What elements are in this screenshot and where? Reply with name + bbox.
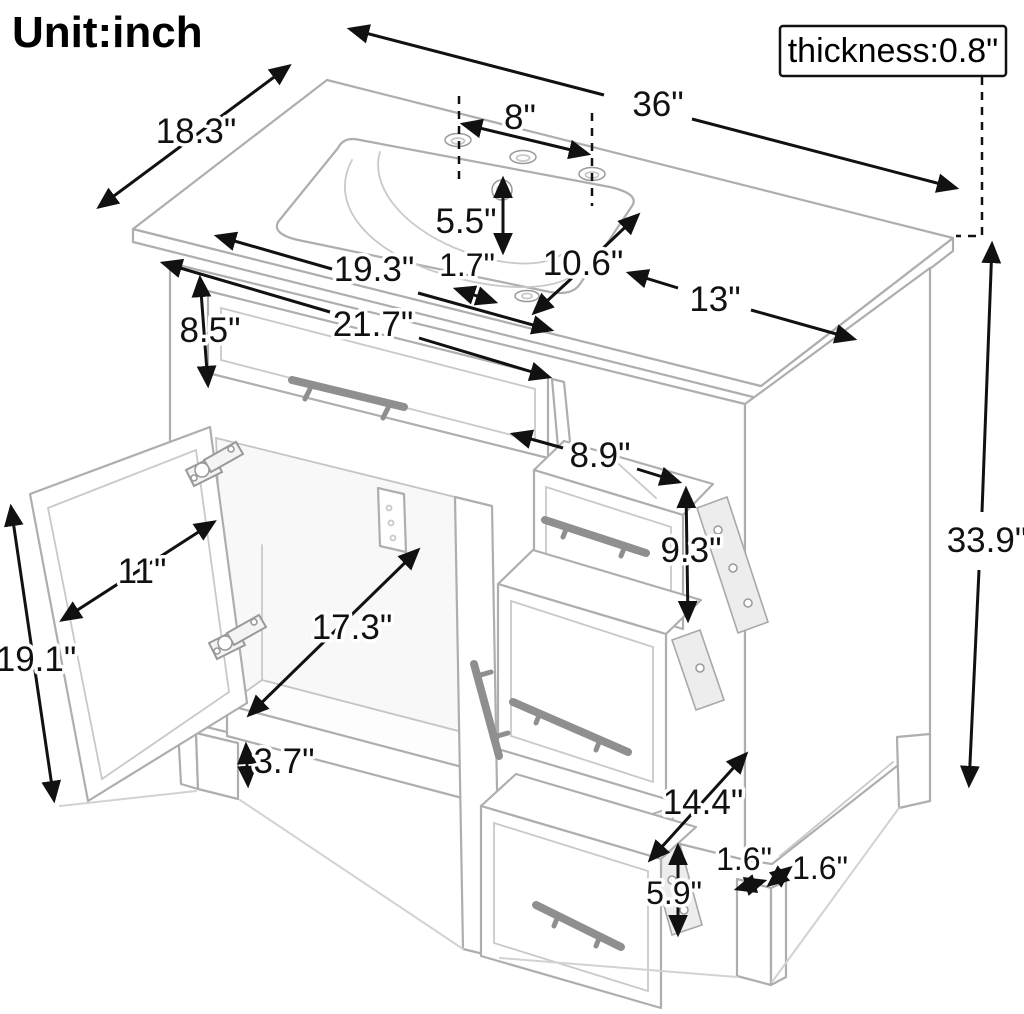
dim-label-bottom-drawer-height: 5.9" [646,875,702,911]
sink-bowl-curve-2 [377,151,566,265]
dim-label-countertop-depth: 18.3" [156,112,237,151]
dim-sink-width: 19.3" [213,231,555,335]
drawer-3-front [479,804,663,1010]
dim-leg-width: 1.6" [713,838,775,896]
rail-1-roller-2 [728,563,738,573]
dim-side-drawer-height: 9.3" [657,485,725,624]
dim-counter-right: 13" [625,269,858,344]
drawer-3-handle [532,901,625,951]
drawer-1-handle [541,516,650,557]
rail-1-roller-3 [743,598,753,608]
dim-countertop-depth: 18.3" [96,63,292,210]
dim-sink-depth: 10.6" [531,212,641,316]
front-left-leg [194,731,240,801]
dim-bottom-drawer-height: 5.9" [643,842,705,938]
floor-line-center [499,957,738,978]
dim-label-overflow: 1.7" [439,247,495,283]
block-screw-1 [385,504,393,512]
dim-label-leg-height: 3.7" [253,742,314,781]
dim-leg-depth: 1.6" [766,847,851,890]
dim-label-bottom-drawer-width: 14.4" [663,783,744,822]
dim-label-counter-right: 13" [689,280,740,319]
dim-door-height: 19.1" [0,503,80,804]
dim-shelf-width: 17.3" [246,547,421,718]
floor-line-right [771,807,900,983]
thickness-callout-box [778,24,1008,78]
dim-label-drain-height: 5.5" [435,202,496,241]
drawer-2-side-handle [470,660,503,760]
top-wide-drawer-handle-post-2 [380,405,391,421]
block-screw-3 [389,534,397,542]
right-drawer-2 [470,548,726,801]
dimension-annotations: 36" 18.3" 8" 5.5" 19.3" 1.7" [0,8,1024,938]
dim-label-leg-width: 1.6" [716,841,772,877]
dim-leg-height: 3.7" [237,739,318,789]
dim-label-door-height: 19.1" [0,640,76,679]
drawer-1-top-split [599,446,657,499]
rail-2-roller [695,663,705,673]
dim-label-side-drawer-width: 8.9" [569,436,630,475]
floor-line-left [239,799,464,950]
dim-label-sink-width: 19.3" [334,250,415,289]
back-right-leg [895,732,932,810]
dim-door-width: 11" [59,520,217,622]
dim-label-door-width: 11" [118,552,167,591]
front-right-leg [735,877,773,987]
dim-countertop-width: 36" [346,24,960,193]
dim-top-drawer-width: 21.7" [159,258,553,381]
dim-label-faucet-spacing: 8" [504,98,536,137]
top-wide-drawer-handle [288,376,408,411]
sink-bowl-curve [344,159,578,289]
drawer-2-handle [509,698,632,756]
thickness-label: thickness:0.8" [788,32,999,70]
dim-label-sink-depth: 10.6" [543,244,624,283]
drain-hole [514,289,540,303]
dim-label-top-drawer-height: 8.5" [179,311,240,350]
sink-rim [275,137,635,295]
door-inner-panel [46,448,230,781]
dim-faucet-spacing: 8" [457,95,594,206]
dim-side-drawer-width: 8.9" [509,429,683,486]
rail-1-roller-1 [713,525,723,535]
dim-bottom-drawer-width: 14.4" [647,751,749,863]
unit-label: Unit:inch [12,8,203,57]
floor-line-door [59,790,197,807]
dim-overflow: 1.7" [436,244,498,306]
dim-label-total-height: 33.9" [947,521,1024,560]
dim-label-top-drawer-width: 21.7" [333,305,414,344]
dim-drain-height: 5.5" [432,175,513,256]
drawer-3-panel [493,821,649,993]
dim-label-countertop-width: 36" [632,85,683,124]
thickness-callout: thickness:0.8" [778,24,1008,238]
dim-label-shelf-width: 17.3" [312,608,393,647]
floor-lines [59,790,900,983]
dim-total-height: 33.9" [943,240,1024,789]
dim-top-drawer-height: 8.5" [176,274,244,389]
block-screw-2 [387,519,395,527]
side-rail-line [779,761,894,857]
legs [176,726,788,987]
front-right-leg-side [769,879,788,987]
dim-label-side-drawer-height: 9.3" [660,531,721,570]
top-wide-drawer-handle-post-1 [302,386,313,402]
dim-label-leg-depth: 1.6" [792,850,848,886]
